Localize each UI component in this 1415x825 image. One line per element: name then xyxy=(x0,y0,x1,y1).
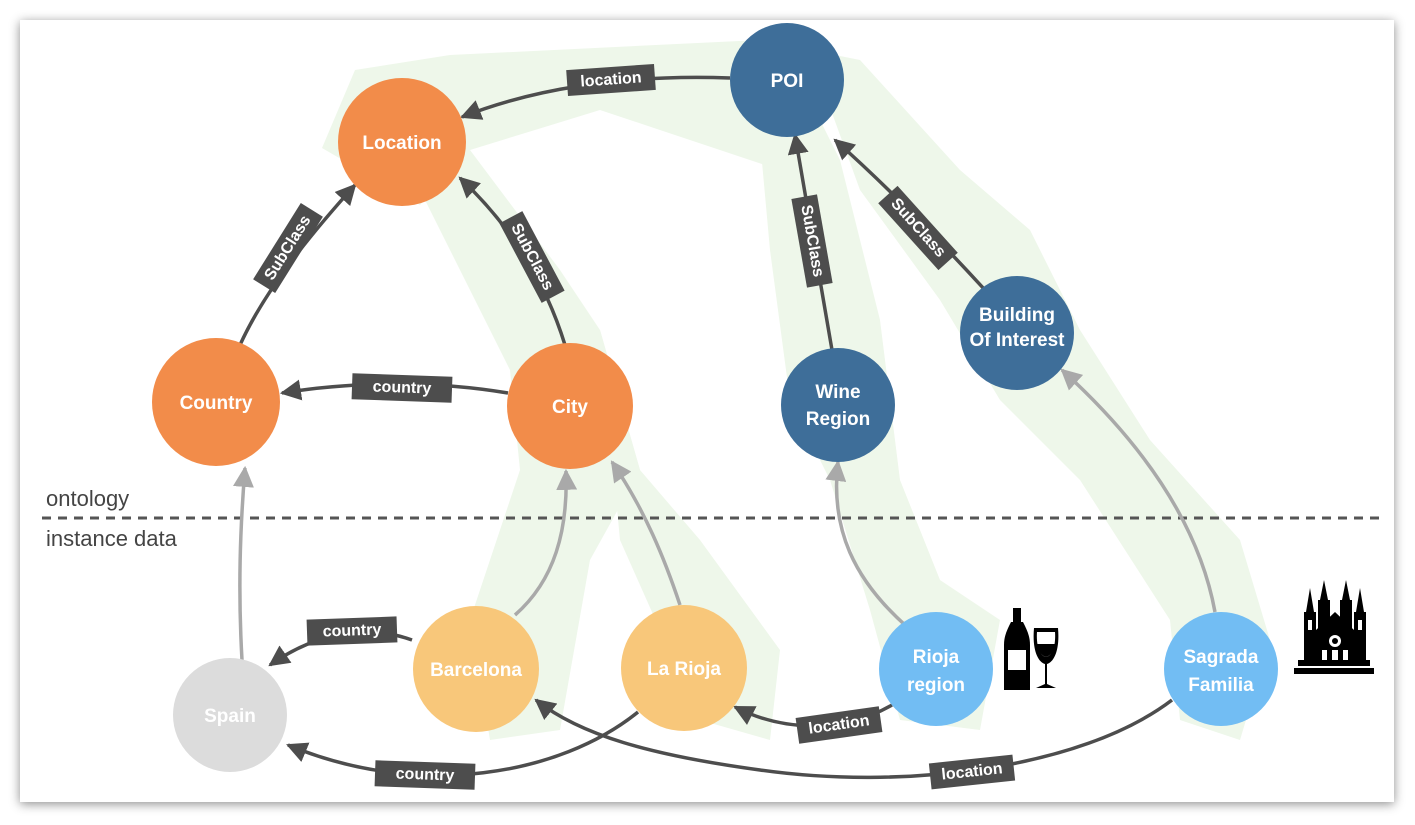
node-country: Country xyxy=(152,338,280,466)
svg-text:Spain: Spain xyxy=(204,706,256,727)
node-la-rioja: La Rioja xyxy=(621,605,747,731)
cathedral-icon xyxy=(1294,580,1374,674)
svg-text:location: location xyxy=(941,760,1004,783)
svg-text:country: country xyxy=(395,765,454,784)
edge-label-city-country: country xyxy=(351,373,453,403)
edge-barcelona-city xyxy=(513,468,578,617)
node-wine-region: Wine Region xyxy=(781,348,895,462)
svg-text:country: country xyxy=(372,378,431,397)
node-sagrada-familia: Sagrada Familia xyxy=(1164,612,1278,726)
svg-text:Wine: Wine xyxy=(815,382,860,403)
edge-label-poi-location: location xyxy=(566,63,656,97)
svg-text:Building: Building xyxy=(979,305,1055,326)
svg-text:Barcelona: Barcelona xyxy=(430,660,522,681)
edge-label-country-subclass: SubClass xyxy=(253,202,323,294)
edge-label-larioja-country: country xyxy=(374,760,476,790)
edge-sagrada-barcelona xyxy=(534,698,1174,780)
svg-text:region: region xyxy=(907,675,965,696)
section-label-instance: instance data xyxy=(46,526,178,551)
svg-text:POI: POI xyxy=(771,71,804,92)
wine-bottle-glass-icon xyxy=(1004,608,1059,690)
node-poi: POI xyxy=(730,23,844,137)
edge-label-barcelona-country: country xyxy=(306,616,398,646)
node-location: Location xyxy=(338,78,466,206)
svg-text:City: City xyxy=(552,397,588,418)
edge-label-rioja-location: location xyxy=(795,706,883,744)
svg-text:Sagrada: Sagrada xyxy=(1184,647,1259,668)
svg-text:SubClass: SubClass xyxy=(261,212,314,283)
svg-text:Familia: Familia xyxy=(1188,675,1254,696)
edge-label-sagrada-location: location xyxy=(928,754,1016,790)
edge-larioja-city xyxy=(610,460,682,606)
svg-text:Location: Location xyxy=(362,133,441,154)
section-label-ontology: ontology xyxy=(46,486,129,511)
svg-text:Region: Region xyxy=(806,409,870,430)
node-building-of-interest: Building Of Interest xyxy=(960,276,1074,390)
svg-text:Of Interest: Of Interest xyxy=(969,330,1065,351)
node-city: City xyxy=(507,343,633,469)
node-rioja-region: Rioja region xyxy=(879,612,993,726)
svg-text:Country: Country xyxy=(180,393,253,414)
node-spain: Spain xyxy=(173,658,287,772)
edge-spain-country xyxy=(233,465,254,661)
svg-text:country: country xyxy=(322,621,381,640)
node-barcelona: Barcelona xyxy=(413,606,539,732)
svg-text:Rioja: Rioja xyxy=(913,647,960,668)
edge-sagrada-building xyxy=(1060,368,1217,613)
svg-text:La Rioja: La Rioja xyxy=(647,659,721,680)
edge-rioja-wine xyxy=(825,459,907,627)
svg-text:location: location xyxy=(580,69,642,90)
